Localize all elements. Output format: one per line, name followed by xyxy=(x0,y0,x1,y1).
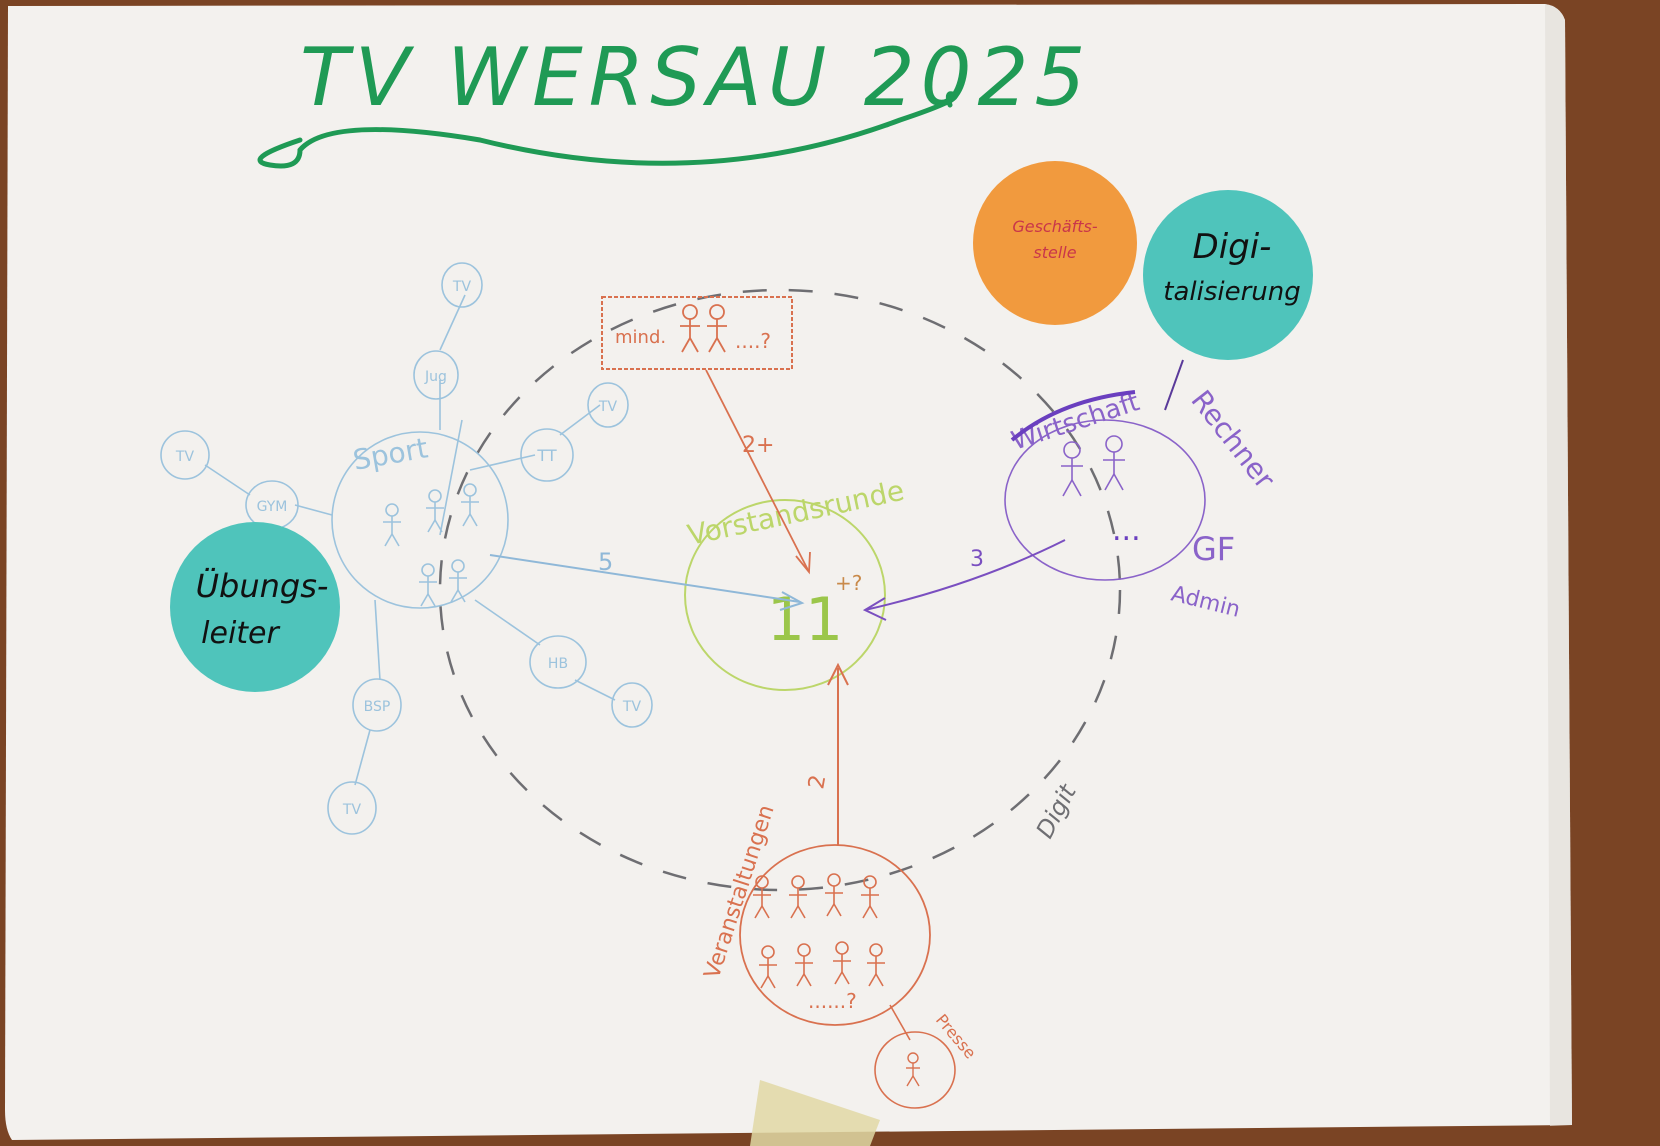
right-group-label-b: GF xyxy=(1192,530,1235,568)
satellite-label: TV xyxy=(452,279,472,295)
mind-box xyxy=(601,296,793,370)
stick-figure-icon xyxy=(461,483,479,527)
sticky-note-digitalisierung xyxy=(1143,190,1313,360)
arrow-label-mind: 2+ xyxy=(742,433,774,458)
satellite-label: TV xyxy=(175,449,195,465)
stick-figure-icon xyxy=(825,873,843,917)
center-number: 11 xyxy=(767,585,843,655)
label-divider xyxy=(1164,359,1184,411)
stick-figure-icon xyxy=(906,1052,920,1087)
sticky-geschaeftsstelle-line2: stelle xyxy=(1033,243,1076,262)
satellite-node xyxy=(441,262,483,308)
satellite-label: Jug xyxy=(424,369,447,385)
arrow-bottom-to-center xyxy=(827,662,849,845)
sticky-digitalisierung-line1: Digi- xyxy=(1193,227,1272,267)
strike-through xyxy=(1010,390,1136,442)
stick-figure-icon xyxy=(861,875,879,919)
stick-figure-icon xyxy=(795,943,813,987)
mind-box-text-left: mind. xyxy=(615,327,666,348)
satellite-label: HB xyxy=(548,656,568,672)
center-superscript: +? xyxy=(835,571,862,595)
paper-shadow xyxy=(1545,4,1572,1126)
bottom-group-dots: ......? xyxy=(808,989,857,1013)
arrow-label-right: 3 xyxy=(970,547,984,572)
mind-box-text-right: ....? xyxy=(735,329,771,353)
dashed-outer-circle xyxy=(438,288,1122,892)
sport-cluster xyxy=(204,294,616,786)
mind-box-figures xyxy=(680,304,727,353)
stick-figure-icon xyxy=(759,945,777,989)
sport-divider xyxy=(439,419,463,536)
satellite-label: TT xyxy=(536,446,556,465)
sport-spoke xyxy=(559,404,601,436)
sticky-digitalisierung-line2: talisierung xyxy=(1163,277,1301,307)
satellite-node xyxy=(587,382,629,428)
stick-figure-icon xyxy=(426,489,444,533)
stick-figure-icon xyxy=(419,563,437,607)
page-title: TV WERSAU 2025 xyxy=(300,31,1091,124)
arrow-label-sport: 5 xyxy=(598,548,613,576)
small-bottom-circle xyxy=(874,1031,956,1109)
arrow-right-to-center xyxy=(862,539,1066,621)
title-swirl xyxy=(257,91,958,169)
satellite-node xyxy=(520,428,574,482)
stick-figure-icon xyxy=(833,941,851,985)
sport-spoke xyxy=(574,679,616,701)
small-circle-connector xyxy=(889,1004,911,1041)
satellite-node xyxy=(160,430,210,480)
sticky-uebungsleiter-line1: Übungs- xyxy=(196,567,329,605)
satellite-node xyxy=(529,635,587,689)
arrow-label-bottom: 2 xyxy=(804,773,831,791)
sport-spoke xyxy=(374,599,381,681)
stick-figure-icon xyxy=(1061,441,1083,497)
stick-figure-icon xyxy=(1103,435,1125,491)
satellite-label: TV xyxy=(598,399,618,415)
satellite-label: TV xyxy=(622,699,642,715)
sport-satellites: TV Jug TT TV GYM TV BSP TV HB TV xyxy=(160,262,653,835)
satellite-label: BSP xyxy=(364,699,391,715)
sticky-uebungsleiter-line2: leiter xyxy=(201,616,280,651)
stick-figure-icon xyxy=(383,503,401,547)
right-group-figures xyxy=(1061,435,1125,497)
satellite-label: GYM xyxy=(257,499,288,515)
center-circle xyxy=(684,499,886,691)
bottom-group-circle xyxy=(739,844,931,1026)
satellite-node xyxy=(611,682,653,728)
right-group-dots: ... xyxy=(1112,513,1141,548)
sport-spoke xyxy=(439,294,466,351)
sport-spoke xyxy=(354,729,371,786)
right-group-circle xyxy=(1004,419,1206,581)
stick-figure-icon xyxy=(707,304,727,353)
stick-figure-icon xyxy=(753,875,771,919)
bottom-group-figures xyxy=(753,873,885,989)
stick-figure-icon xyxy=(867,943,885,987)
arrow-mind-to-center xyxy=(705,369,811,575)
sport-spoke xyxy=(469,454,536,471)
sticky-note-geschaeftsstelle xyxy=(973,161,1137,325)
sport-circle xyxy=(331,431,509,609)
sticky-note-uebungsleiter xyxy=(170,522,340,692)
sport-spoke xyxy=(474,599,541,646)
satellite-label: TV xyxy=(342,802,362,818)
arrow-sport-to-center xyxy=(489,554,805,611)
stick-figure-icon xyxy=(789,875,807,919)
satellite-node xyxy=(327,781,377,835)
stick-figure-icon xyxy=(680,304,700,353)
sticky-geschaeftsstelle-line1: Geschäfts- xyxy=(1012,217,1098,236)
satellite-node xyxy=(413,350,459,400)
satellite-node xyxy=(352,678,402,732)
sport-spoke xyxy=(294,504,333,516)
masking-tape xyxy=(750,1080,880,1146)
sport-spoke xyxy=(204,464,251,496)
sport-figures xyxy=(383,483,479,607)
stick-figure-icon xyxy=(449,559,467,603)
